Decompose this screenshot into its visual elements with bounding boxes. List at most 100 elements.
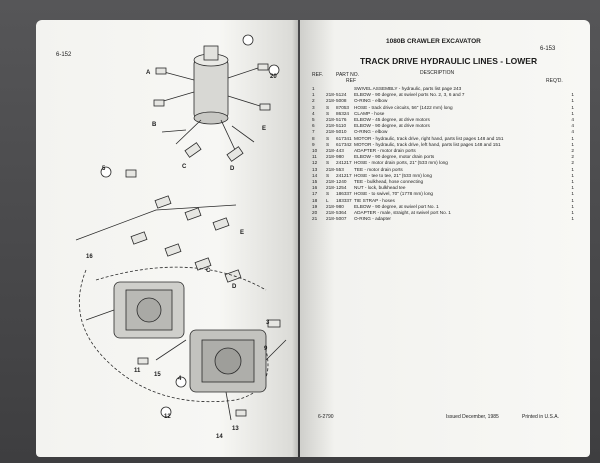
part-prefix: S — [326, 110, 330, 116]
part-number: 86324 — [336, 110, 350, 116]
callout-label: B — [152, 122, 157, 128]
exploded-parts-diagram: A B C D E E C D 20 5 16 11 15 4 3 9 12 1… — [75, 34, 287, 440]
callout-label: A — [146, 70, 151, 76]
header-part-no: PART NO. — [336, 72, 360, 78]
part-description: HOSE - track drive circuits, 56" (1422 m… — [354, 104, 453, 110]
header-qty: REQ'D. — [546, 78, 563, 84]
part-prefix: 218- — [326, 203, 336, 209]
part-ref: 17 — [312, 191, 318, 197]
part-prefix: S — [326, 172, 330, 178]
left-page-number: 6-152 — [56, 52, 72, 58]
part-description: SWIVEL ASSEMBLY - hydraulic, parts list … — [354, 86, 462, 91]
callout-label: 9 — [264, 346, 268, 352]
part-number: 553 — [336, 166, 344, 172]
part-description: ELBOW - 90 degree, at swivel ports No. 2… — [354, 92, 465, 98]
left-page: 6-152 — [36, 20, 298, 457]
part-number: 5110 — [336, 123, 347, 129]
part-qty: 1 — [571, 166, 574, 172]
callout-label: D — [230, 166, 235, 172]
part-prefix: 218- — [326, 129, 336, 135]
part-qty: 1 — [571, 185, 574, 191]
part-qty: 4 — [571, 123, 574, 129]
part-qty: 1 — [571, 216, 574, 222]
part-number: 5364 — [336, 210, 347, 216]
part-description: ELBOW - 90 degree, motor drain ports — [354, 154, 435, 160]
part-ref: 4 — [312, 110, 315, 116]
callout-label: 20 — [270, 74, 277, 80]
callout-label: 13 — [232, 426, 239, 432]
part-description: HOSE - to swivel, 70" (1778 mm) long — [354, 191, 434, 197]
header-ref: REF. — [312, 72, 323, 78]
part-ref: 1 — [312, 92, 315, 98]
part-number: 5124 — [336, 92, 347, 98]
callout-label: 12 — [164, 414, 171, 420]
part-prefix: 218- — [326, 154, 336, 160]
part-number: 1240 — [336, 179, 347, 185]
part-ref: 20 — [312, 210, 318, 216]
part-description: TEE - motor drain ports — [354, 166, 403, 172]
part-qty: 2 — [571, 154, 574, 160]
part-description: ELBOW - 90 degree, at drive motors — [354, 123, 430, 129]
part-ref: 14 — [312, 172, 318, 178]
part-number: 5010 — [336, 129, 347, 135]
part-number: 980 — [336, 154, 344, 160]
part-qty: 1 — [571, 141, 574, 147]
part-description: MOTOR - hydraulic, track drive, left han… — [354, 141, 501, 147]
part-ref: 5 — [312, 117, 315, 123]
part-number: 617341 — [336, 135, 352, 141]
part-qty: 2 — [571, 160, 574, 166]
part-number: 617342 — [336, 141, 352, 147]
part-description: O-RING - elbow — [354, 98, 388, 104]
header-ref-2: REF — [346, 78, 356, 84]
callout-label: 15 — [154, 372, 161, 378]
part-description: ADAPTER - male, straight, at swivel port… — [354, 210, 451, 216]
part-ref: 9 — [312, 141, 315, 147]
part-prefix: 218- — [326, 148, 336, 154]
callout-label: 4 — [178, 376, 182, 382]
part-number: 183337 — [336, 197, 352, 203]
part-description: ELBOW - 45 degree, at drive motors — [354, 117, 430, 123]
callout-label: C — [182, 164, 187, 170]
part-description: ELBOW - 90 degree, at swivel port No. 1 — [354, 203, 439, 209]
part-description: TEE - bulkhead, hose connecting — [354, 179, 424, 185]
part-qty: 1 — [571, 191, 574, 197]
footer-code: 6-2790 — [318, 414, 334, 420]
callout-label: 11 — [134, 368, 141, 374]
part-description: HOSE - motor drain ports, 21" (533 mm) l… — [354, 160, 448, 166]
part-number: 241217 — [336, 160, 352, 166]
part-description: NUT - lock, bulkhead tee — [354, 185, 406, 191]
footer-issued: Issued December, 1985 — [446, 414, 499, 420]
part-number: 241217 — [336, 172, 352, 178]
part-prefix: 218- — [326, 123, 336, 129]
part-prefix: S — [326, 191, 330, 197]
part-qty: 1 — [571, 210, 574, 216]
part-qty: 1 — [571, 135, 574, 141]
part-ref: 3 — [312, 104, 315, 110]
part-ref: 10 — [312, 148, 318, 154]
part-description: ADAPTER - motor drain ports — [354, 148, 416, 154]
part-prefix: S — [326, 160, 330, 166]
callout-label: 14 — [216, 434, 223, 440]
part-ref: 7 — [312, 129, 315, 135]
part-description: O-RING - adapter — [354, 216, 391, 222]
part-description: HOSE - tee to tee, 21" (533 mm) long — [354, 172, 433, 178]
part-ref: 19 — [312, 203, 318, 209]
part-ref: 18 — [312, 197, 318, 203]
part-qty: 1 — [571, 179, 574, 185]
callout-label: 16 — [86, 254, 93, 260]
part-number: 87053 — [336, 104, 350, 110]
callout-label: C — [206, 268, 211, 274]
part-ref: 6 — [312, 123, 315, 129]
part-qty: 4 — [571, 117, 574, 123]
